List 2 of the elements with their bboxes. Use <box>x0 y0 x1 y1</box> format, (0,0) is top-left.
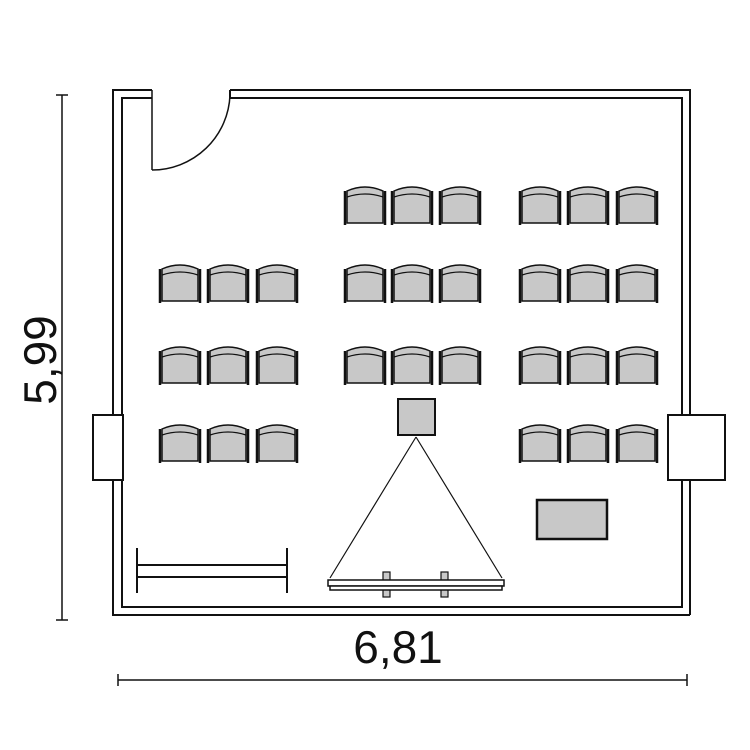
dimension-label: 5,99 <box>17 315 63 405</box>
dimension-label: 6,81 <box>353 624 443 670</box>
